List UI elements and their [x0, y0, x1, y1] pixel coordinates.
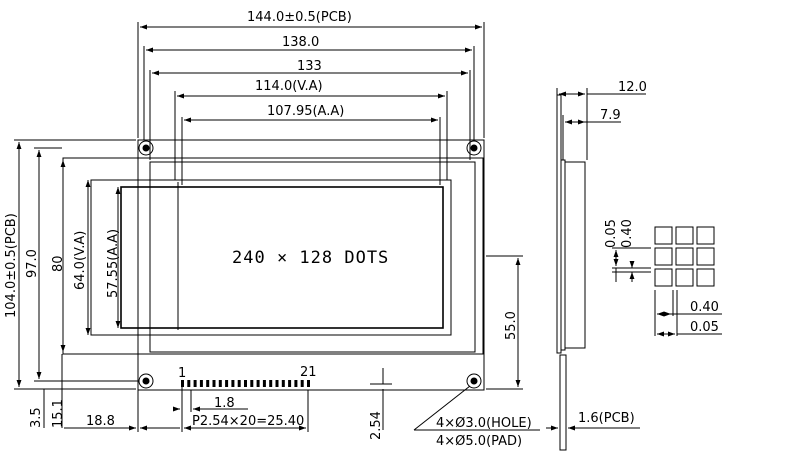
bottom-dimensions: 3.5 15.1 18.8 1.8 P2.54×20=25.40 2.54 [29, 354, 392, 440]
pixel-dot [696, 247, 715, 266]
hole-leader [413, 385, 471, 431]
mount-hole-bl [138, 373, 154, 389]
pin [269, 380, 273, 387]
pin [225, 380, 229, 387]
mount-hole-tl [138, 140, 154, 156]
side-bezel [556, 94, 562, 354]
pixel-dot [696, 268, 715, 287]
pin [300, 380, 304, 387]
module-thickness-label: 7.9 [600, 108, 621, 123]
view-height-label: 64.0(V.A) [73, 231, 88, 290]
gap-v-label: 0.05 [604, 219, 619, 248]
outline-width-label: 138.0 [282, 35, 319, 50]
pixel-dot [675, 247, 694, 266]
pin [281, 380, 285, 387]
pin [294, 380, 298, 387]
pad-note-label: 4×Ø5.0(PAD) [436, 434, 522, 449]
pin [193, 380, 197, 387]
dot-h-label: 0.40 [690, 300, 719, 315]
pcb-thickness-label: 1.6(PCB) [578, 411, 635, 426]
bezel-width-label: 133 [297, 59, 322, 74]
pin [288, 380, 292, 387]
pin-first-label: 1 [178, 366, 186, 381]
side-module-body [564, 161, 586, 349]
pin [231, 380, 235, 387]
pin [199, 380, 203, 387]
pin-step-label: 1.8 [214, 396, 235, 411]
active-width-label: 107.95(A.A) [267, 104, 344, 119]
pcb-width-label: 144.0±0.5(PCB) [247, 10, 352, 25]
dot-matrix-grid [654, 226, 715, 287]
pin-to-top-label: 55.0 [504, 311, 519, 340]
pixel-dot [675, 226, 694, 245]
side-glass [560, 159, 566, 351]
view-area [90, 179, 452, 336]
pin [250, 380, 254, 387]
pin-header [181, 380, 310, 387]
total-thickness-label: 12.0 [618, 80, 647, 95]
dot-detail: 0.05 0.40 0.40 0.05 [604, 219, 722, 337]
hole-note: 4×Ø3.0(HOLE) 4×Ø5.0(PAD) [413, 385, 540, 449]
pin [275, 380, 279, 387]
pcb-height-label: 104.0±0.5(PCB) [4, 213, 19, 318]
view-width-label: 114.0(V.A) [255, 79, 323, 94]
side-view: 12.0 7.9 1.6(PCB) [546, 80, 647, 451]
left-dimensions: 104.0±0.5(PCB) 97.0 80 64.0(V.A) 57.55(A… [4, 139, 138, 390]
hole-offset-label: 3.5 [29, 407, 44, 428]
side-pcb [559, 354, 567, 451]
pcb-outline [137, 139, 485, 391]
pin [262, 380, 266, 387]
pin [218, 380, 222, 387]
pin [307, 380, 310, 387]
pin [181, 380, 184, 387]
dot-v-label: 0.40 [620, 219, 635, 248]
active-height-label: 57.55(A.A) [106, 229, 121, 298]
bezel-outline [149, 161, 476, 353]
pin-pitch-label: P2.54×20=25.40 [192, 414, 304, 429]
pin-row-offset-label: 15.1 [51, 399, 66, 428]
bezel-height-label: 80 [51, 255, 66, 272]
pin-row-height-label: 2.54 [369, 411, 384, 440]
pin [187, 380, 191, 387]
resolution-label: 240 × 128 DOTS [232, 248, 389, 268]
pin [256, 380, 260, 387]
pin [212, 380, 216, 387]
top-dimensions: 144.0±0.5(PCB) 138.0 133 114.0(V.A) 107.… [137, 10, 485, 185]
right-dimension: 55.0 [486, 255, 523, 390]
pin-last-label: 21 [300, 365, 317, 380]
mount-hole-tr [466, 140, 482, 156]
front-view: 1 21 240 × 128 DOTS [62, 139, 485, 391]
pixel-dot [696, 226, 715, 245]
hole-note-label: 4×Ø3.0(HOLE) [436, 416, 532, 431]
mount-hole-br [466, 373, 482, 389]
pixel-dot [654, 268, 673, 287]
pixel-dot [654, 226, 673, 245]
gap-h-label: 0.05 [690, 320, 719, 335]
pin [237, 380, 241, 387]
pin [206, 380, 210, 387]
pixel-dot [675, 268, 694, 287]
pin-offset-label: 18.8 [86, 414, 115, 429]
pixel-dot [654, 247, 673, 266]
outline-height-label: 97.0 [25, 249, 40, 278]
active-area [120, 186, 444, 329]
pin [244, 380, 247, 387]
